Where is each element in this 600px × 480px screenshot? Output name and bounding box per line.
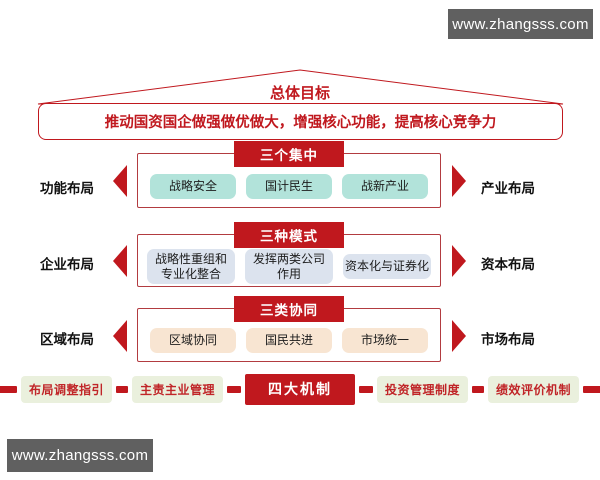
item-two-types-companies: 发挥两类公司 作用 xyxy=(245,249,333,284)
item-strategic-restructuring: 战略性重组和 专业化整合 xyxy=(147,249,235,284)
row-header-three-synergies: 三类协同 xyxy=(234,296,344,322)
connector-dash xyxy=(0,385,17,393)
item-state-private-progress: 国民共进 xyxy=(246,327,332,353)
watermark-bottom: www.zhangsss.com xyxy=(7,439,153,472)
arrow-right-icon xyxy=(452,320,466,352)
item-strategic-security: 战略安全 xyxy=(150,174,236,199)
item-regional-synergy: 区域协同 xyxy=(150,327,236,353)
connector-dash xyxy=(583,385,600,393)
item-new-strategic-industries: 战新产业 xyxy=(342,174,428,199)
right-label-industry-layout: 产业布局 xyxy=(481,181,535,196)
mechanism-chain: 布局调整指引 主责主业管理 四大机制 投资管理制度 绩效评价机制 xyxy=(0,372,600,406)
row-three-synergies: 三类协同 区域协同 国民共进 市场统一 xyxy=(137,296,441,362)
mechanism-layout-adjustment-guide: 布局调整指引 xyxy=(20,375,112,403)
mechanism-main-business-management: 主责主业管理 xyxy=(131,375,223,403)
connector-dash xyxy=(115,385,128,393)
item-national-livelihood: 国计民生 xyxy=(246,174,332,199)
left-label-function-layout: 功能布局 xyxy=(40,181,94,196)
item-capitalization-securitization: 资本化与证券化 xyxy=(343,254,431,279)
goal-banner: 推动国资国企做强做优做大，增强核心功能，提高核心竞争力 xyxy=(38,103,563,140)
row-three-concentrations: 三个集中 战略安全 国计民生 战新产业 xyxy=(137,141,441,208)
right-label-capital-layout: 资本布局 xyxy=(481,257,535,272)
arrow-left-icon xyxy=(113,165,127,197)
watermark-top: www.zhangsss.com xyxy=(448,9,593,39)
arrow-right-icon xyxy=(452,245,466,277)
connector-dash xyxy=(472,385,485,393)
right-label-market-layout: 市场布局 xyxy=(481,332,535,347)
roof-title: 总体目标 xyxy=(269,85,330,102)
mechanism-performance-evaluation: 绩效评价机制 xyxy=(488,375,580,403)
arrow-left-icon xyxy=(113,320,127,352)
row-three-modes: 三种模式 战略性重组和 专业化整合 发挥两类公司 作用 资本化与证券化 xyxy=(137,222,441,287)
mechanism-investment-management-system: 投资管理制度 xyxy=(377,375,469,403)
connector-dash xyxy=(359,385,373,393)
row-header-three-concentrations: 三个集中 xyxy=(234,141,344,167)
item-unified-market: 市场统一 xyxy=(342,327,428,353)
row-header-three-modes: 三种模式 xyxy=(234,222,344,248)
left-label-enterprise-layout: 企业布局 xyxy=(40,257,94,272)
goal-banner-text: 推动国资国企做强做优做大，增强核心功能，提高核心竞争力 xyxy=(104,115,497,131)
left-label-regional-layout: 区域布局 xyxy=(40,332,94,347)
mechanism-center-four-mechanisms: 四大机制 xyxy=(245,373,355,405)
arrow-left-icon xyxy=(113,245,127,277)
connector-dash xyxy=(227,385,241,393)
arrow-right-icon xyxy=(452,165,466,197)
